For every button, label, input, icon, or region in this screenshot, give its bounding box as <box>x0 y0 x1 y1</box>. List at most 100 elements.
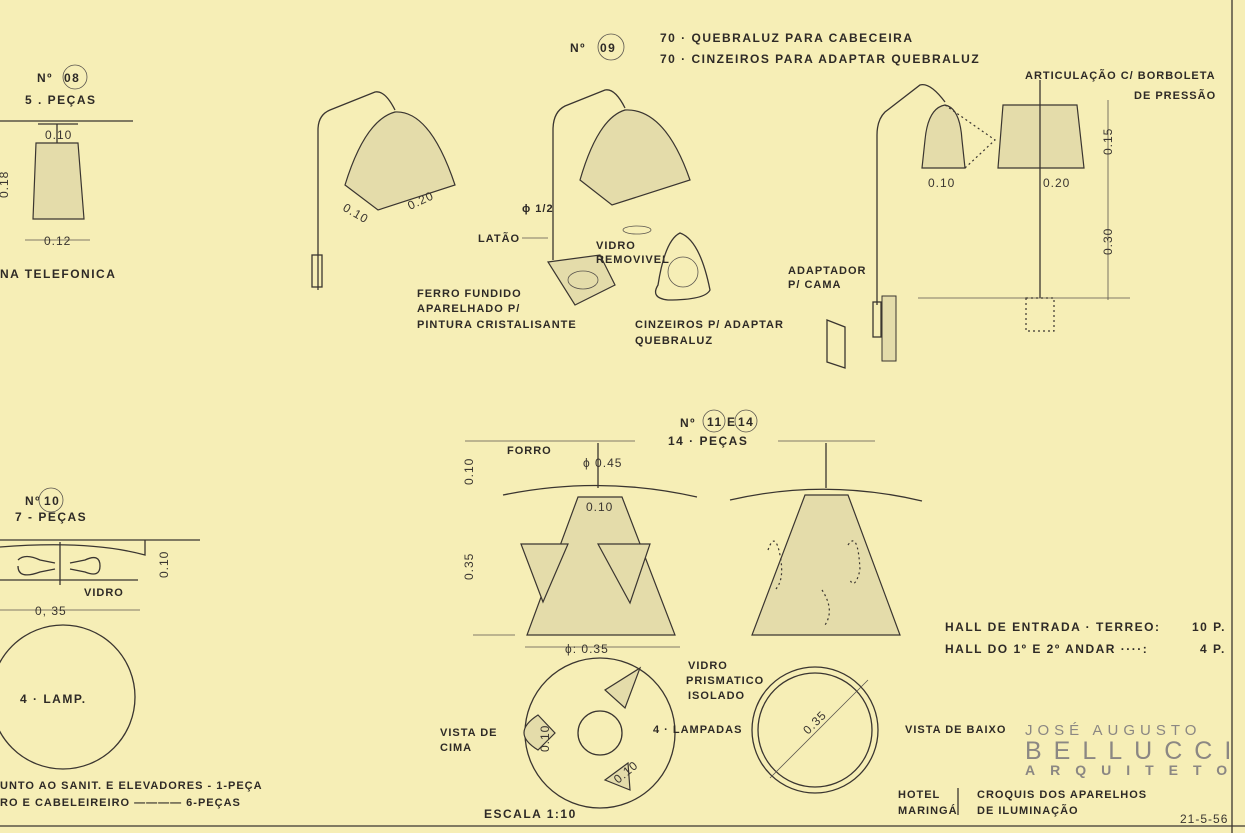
item-number-circle <box>62 64 88 90</box>
item-number-circle <box>702 409 726 433</box>
reflector-disc <box>502 484 698 498</box>
dim-shade-a: 0.10 <box>341 200 372 226</box>
item-number-circle <box>38 487 64 513</box>
adapter-label-1: ADAPTADOR <box>788 265 866 277</box>
view-top-label-1: VISTA DE <box>440 727 498 739</box>
project-name-1: HOTEL <box>898 789 940 801</box>
dim-height-2: 0.30 <box>1101 228 1115 255</box>
quebraluz-shade <box>579 109 691 206</box>
item-08-prefix: Nº <box>37 71 53 85</box>
lamp-body <box>751 494 901 636</box>
dim-height: 0.18 <box>0 171 11 198</box>
item-10-prefix: Nº <box>25 494 41 508</box>
quantity-label: HALL DO 1º E 2º ANDAR ····: <box>945 642 1148 656</box>
quantity-value: 4 P. <box>1200 642 1226 656</box>
item-09: Nº 09 70 · QUEBRALUZ PARA CABECEIRA 70 ·… <box>311 31 1216 369</box>
lamp-arm <box>552 89 626 260</box>
pipe-label: ϕ 1/2 <box>522 203 554 215</box>
vidro-label: VIDRO <box>596 240 636 252</box>
lamp-shade <box>32 142 85 220</box>
bottom-view-ring-outer <box>751 666 879 794</box>
wall-bracket <box>311 254 323 288</box>
mount <box>38 123 78 143</box>
drawing-title-1: CROQUIS DOS APARELHOS <box>977 789 1147 801</box>
vidro-label-1: VIDRO <box>688 660 728 672</box>
cinzeiros-label-2: QUEBRALUZ <box>635 335 713 347</box>
vidro-label-2: PRISMATICO <box>686 675 764 687</box>
stamp-title: ARQUITETO <box>1025 762 1242 778</box>
fixture-top <box>0 540 146 556</box>
dim-neck: 0.10 <box>586 500 613 514</box>
quantity-value: 10 P. <box>1192 620 1226 634</box>
lamps-label: 4 · LAMP. <box>20 692 87 706</box>
latao-label: LATÃO <box>478 232 520 245</box>
dim-bottom: 0.12 <box>44 234 71 248</box>
removable-glass <box>567 270 599 290</box>
plan-circle <box>0 624 136 770</box>
scale-label: ESCALA 1:10 <box>484 807 577 821</box>
bulbs-dotted <box>767 540 861 626</box>
diameter-line <box>769 679 869 779</box>
bed-adapter <box>872 301 882 338</box>
ashtray-cup <box>667 256 699 288</box>
note-2: RO E CABELEIREIRO ———— 6-PEÇAS <box>0 797 241 809</box>
adapter-label-2: P/ CAMA <box>788 279 841 291</box>
view-top-label-2: CIMA <box>440 742 472 754</box>
dim-side-b: 0.20 <box>1043 176 1070 190</box>
lamp-bulbs <box>17 555 101 576</box>
quantity-label: HALL DE ENTRADA · TERREO: <box>945 620 1161 634</box>
stamp-surname: BELLUCCI <box>1025 737 1243 765</box>
cinzeiros-label-1: CINZEIROS P/ ADAPTAR <box>635 319 784 331</box>
dim-diameter-bottom: ϕ: 0.35 <box>565 642 609 656</box>
socket-dotted <box>1025 297 1055 332</box>
vidro-label: VIDRO <box>84 587 124 599</box>
item-11-14: Nº 11 E 14 14 · PEÇAS FORRO ϕ 0.45 0.10 … <box>440 409 1005 821</box>
ashtray <box>654 232 711 301</box>
item-08-pieces: 5 . PEÇAS <box>25 93 97 107</box>
title-block: HOTEL MARINGÁ CROQUIS DOS APARELHOS DE I… <box>898 788 1227 826</box>
prism-cones <box>520 543 651 605</box>
item-08-number: 08 <box>64 71 80 85</box>
lamp-arm <box>317 91 396 290</box>
glass-dish <box>622 225 652 235</box>
articulation-label-1: ARTICULAÇÃO C/ BORBOLETA <box>1025 69 1216 82</box>
architect-stamp: JOSÉ AUGUSTO BELLUCCI ARQUITETO <box>1025 722 1243 778</box>
dim-width: 0, 35 <box>35 604 67 618</box>
shade-open-dotted <box>944 104 996 169</box>
vidro-label-2: REMOVIVEL <box>596 254 670 266</box>
ferro-label-3: PINTURA CRISTALISANTE <box>417 319 577 331</box>
item-11-number: 11 <box>707 415 723 429</box>
lamp-arm <box>876 83 946 305</box>
forro-label: FORRO <box>507 445 552 457</box>
quebraluz-shade <box>344 111 456 211</box>
item-number-circle <box>597 33 625 61</box>
dim-height-1: 0.15 <box>1101 128 1115 155</box>
top-view-lamps <box>523 666 642 791</box>
item-number-circle <box>734 409 758 433</box>
dim-side-a: 0.10 <box>928 176 955 190</box>
item-09-line-2: 70 · CINZEIROS PARA ADAPTAR QUEBRALUZ <box>660 52 980 66</box>
lamps-label: 4 · LAMPADAS <box>653 724 742 736</box>
item-10-number: 10 <box>44 494 60 508</box>
ferro-label-2: APARELHADO P/ <box>417 303 520 315</box>
item-11-pieces: 14 · PEÇAS <box>668 434 748 448</box>
dim-top: 0.10 <box>45 128 72 142</box>
bed-section <box>881 295 897 362</box>
note-1: UNTO AO SANIT. E ELEVADORES - 1-PEÇA <box>0 780 263 792</box>
item-09-number: 09 <box>600 41 616 55</box>
dim-height: 0.10 <box>157 551 171 578</box>
item-10: Nº 10 7 - PEÇAS 0.10 VIDRO 0, 35 4 · LAM… <box>0 487 263 809</box>
top-view-center <box>577 710 623 756</box>
reflector-disc <box>729 488 923 502</box>
item-08: Nº 08 5 . PEÇAS 0.10 0.18 0.12 NA TELEFO… <box>0 64 133 281</box>
ferro-label-1: FERRO FUNDIDO <box>417 288 522 300</box>
dim-height-1: 0.10 <box>462 458 476 485</box>
project-name-2: MARINGÁ <box>898 804 958 817</box>
drawing-title-2: DE ILUMINAÇÃO <box>977 804 1079 817</box>
cast-iron-base <box>546 254 616 306</box>
item-11-prefix: Nº <box>680 416 696 430</box>
dim-diameter-top: ϕ 0.45 <box>583 456 622 470</box>
item-10-pieces: 7 - PEÇAS <box>15 510 87 524</box>
adapter-clip <box>826 319 846 369</box>
